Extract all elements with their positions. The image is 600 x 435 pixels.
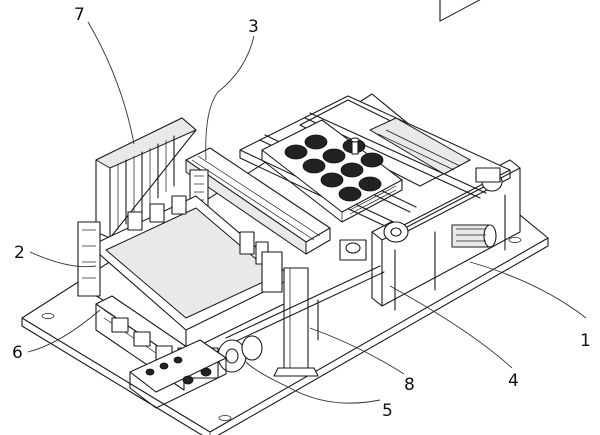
right-frame: [371, 0, 521, 311]
disc-holder-plate: [261, 119, 403, 223]
leader-8: [309, 327, 405, 375]
callout-8: 8: [404, 375, 415, 395]
leader-5: [245, 361, 381, 404]
leader-2: [29, 251, 97, 268]
leader-4: [389, 285, 513, 369]
callout-5: 5: [382, 401, 393, 421]
right-pulley: [383, 167, 503, 243]
leader-lines: [27, 21, 587, 404]
disc-array: [284, 134, 384, 202]
left-work-table: [77, 195, 293, 353]
leader-3: [205, 35, 255, 161]
callout-3: 3: [248, 17, 259, 37]
callout-labels: 7 3 2 6 8 4 5 1: [12, 5, 591, 421]
callout-7: 7: [74, 5, 85, 25]
drive-assembly: [129, 335, 263, 409]
callout-2: 2: [14, 243, 25, 263]
callout-6: 6: [12, 343, 23, 363]
leader-1: [469, 261, 587, 319]
callout-4: 4: [508, 371, 519, 391]
center-pillar: [225, 251, 385, 377]
leader-7: [87, 21, 135, 145]
leader-6: [27, 309, 101, 353]
callout-1: 1: [580, 331, 591, 351]
tilted-rack: [95, 117, 197, 239]
